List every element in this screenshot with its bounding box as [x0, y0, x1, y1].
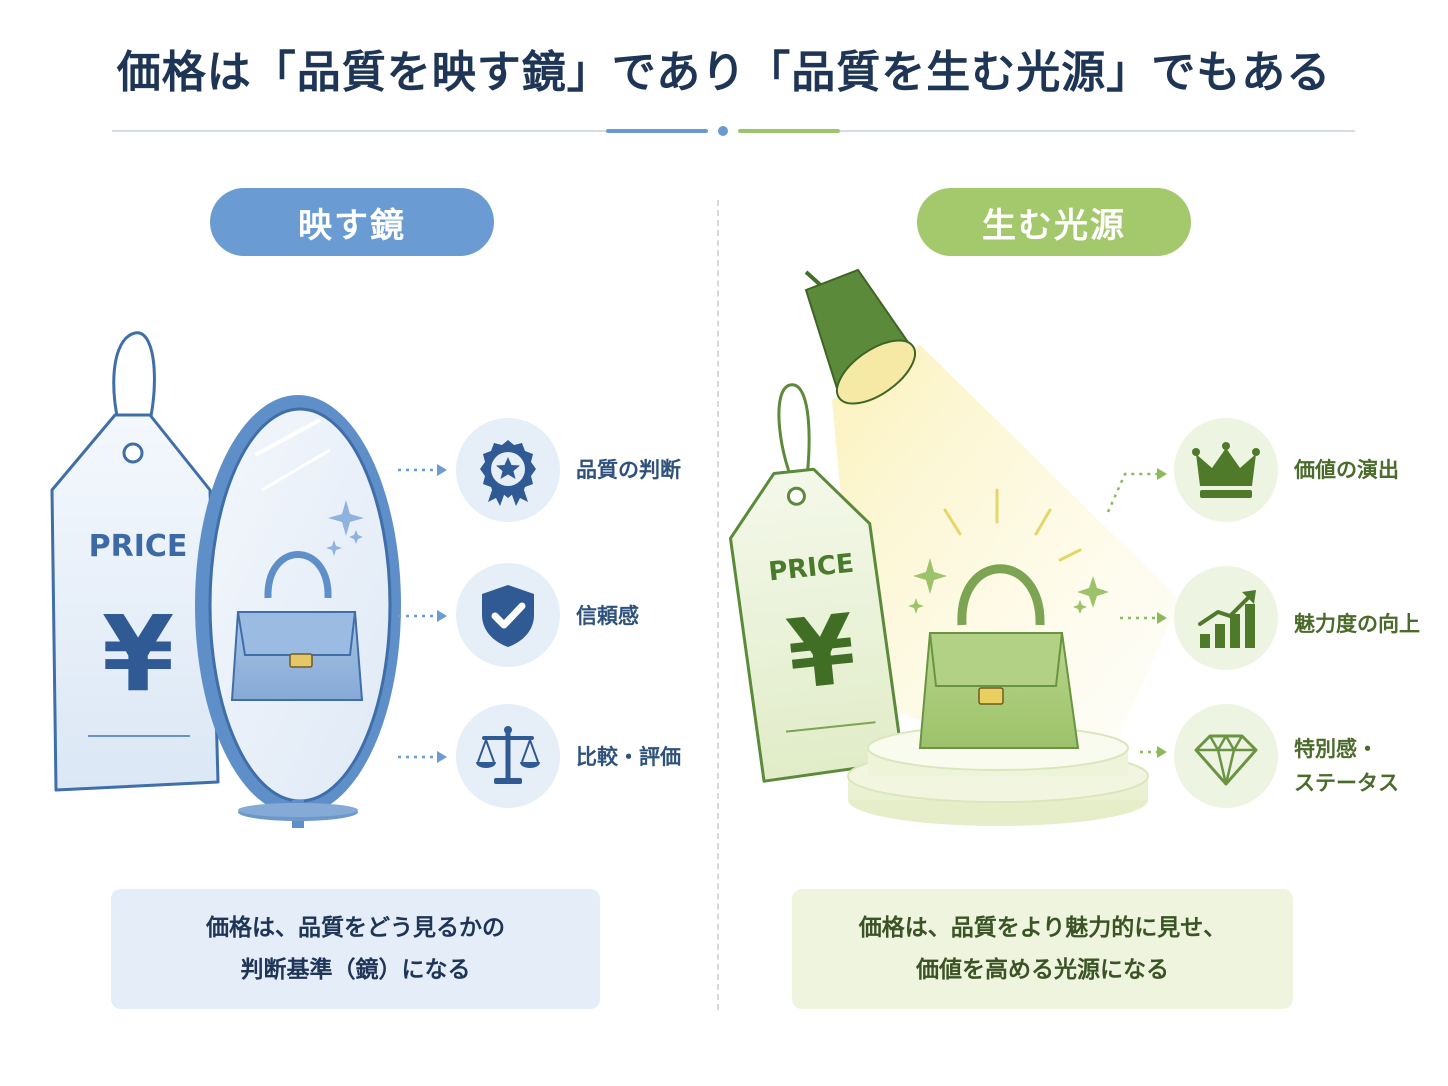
scales-circle	[456, 704, 560, 808]
shield-check-circle	[456, 563, 560, 667]
sparkle-icon	[913, 558, 947, 594]
sparkle-icon	[1073, 600, 1087, 614]
status-label-line2: ステータス	[1294, 771, 1399, 795]
sparkle-icon	[349, 530, 363, 544]
arrow-icon	[398, 468, 438, 759]
award-badge-circle	[456, 418, 560, 522]
price-tag	[50, 413, 220, 792]
diamond-circle	[1174, 704, 1278, 808]
award-badge-icon	[480, 440, 536, 506]
sparkle-icon	[1077, 576, 1109, 608]
light-summary-line2: 価値を高める光源になる	[916, 957, 1169, 983]
mirror-illustration: PRICE ¥	[50, 331, 447, 828]
yen-symbol: ¥	[102, 593, 174, 715]
title-rule-left	[112, 130, 612, 132]
spotlight-lamp-icon	[804, 268, 916, 405]
price-tag-text: PRICE	[89, 529, 188, 564]
title-rule-right	[840, 130, 1355, 132]
page-title: 価格は「品質を映す鏡」であり「品質を生む光源」でもある	[116, 47, 1332, 98]
glow-rays	[943, 488, 1082, 562]
green-price-tag	[728, 467, 905, 783]
tag-string	[112, 331, 156, 453]
light-source-illustration: PRICE ¥	[728, 268, 1180, 826]
title-rule-dot	[718, 126, 728, 136]
green-yen-symbol: ¥	[782, 593, 860, 711]
value-staging-label: 価値の演出	[1294, 458, 1399, 482]
arrow-icon	[1106, 472, 1158, 754]
center-divider	[717, 200, 719, 1010]
title-rule-green-accent	[738, 129, 840, 133]
quality-judgment-label: 品質の判断	[576, 458, 681, 482]
crown-circle	[1174, 418, 1278, 522]
trust-label: 信頼感	[576, 604, 639, 628]
title-rule-blue-accent	[606, 129, 708, 133]
diamond-icon	[1194, 734, 1258, 786]
sparkle-icon	[328, 500, 364, 536]
reflected-handbag	[230, 551, 364, 701]
shield-check-icon	[482, 585, 534, 647]
attractiveness-label: 魅力度の向上	[1294, 612, 1420, 636]
pedestal	[847, 725, 1149, 826]
mirror-summary-box: 価格は、品質をどう見るかの 判断基準（鏡）になる	[111, 889, 600, 1009]
sparkle-icon	[908, 598, 924, 614]
growth-chart-circle	[1174, 566, 1278, 670]
mirror-summary-line1: 価格は、品質をどう見るかの	[206, 915, 505, 941]
crown-icon	[1192, 442, 1260, 498]
light-beam	[832, 345, 1180, 780]
scales-icon	[476, 726, 540, 784]
light-summary-line1: 価格は、品質をより魅力的に見せ、	[858, 915, 1227, 941]
light-source-heading: 生む光源	[917, 188, 1191, 256]
mirror-heading: 映す鏡	[210, 188, 494, 256]
status-label-line1: 特別感・	[1294, 737, 1378, 761]
mirror-summary-line2: 判断基準（鏡）になる	[240, 957, 471, 983]
sparkle-icon	[326, 540, 342, 556]
green-handbag	[918, 564, 1080, 749]
growth-chart-icon	[1198, 590, 1256, 648]
comparison-label: 比較・評価	[576, 745, 681, 769]
light-summary-box: 価格は、品質をより魅力的に見せ、 価値を高める光源になる	[792, 889, 1293, 1009]
